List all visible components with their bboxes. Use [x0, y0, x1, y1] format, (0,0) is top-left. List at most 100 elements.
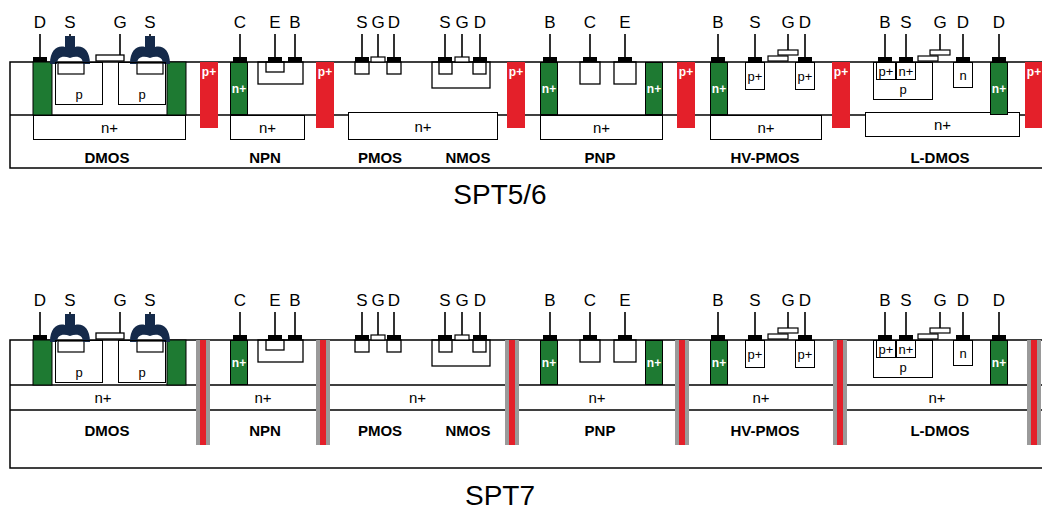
isolation-region: p+ [677, 62, 695, 128]
terminal-label: E [269, 14, 280, 31]
junction-isolated-section [10, 34, 1042, 168]
region-label: n+ [232, 357, 246, 369]
sink-region: n+ [710, 340, 728, 385]
device-name: DMOS [85, 423, 130, 438]
region-label: n+ [712, 83, 726, 95]
terminal-label: S [900, 14, 911, 31]
region-label: n+ [593, 120, 610, 135]
doped-region: pp+n+ [873, 62, 933, 100]
buried-layer: n+ [330, 385, 505, 410]
terminal-label: S [439, 14, 450, 31]
substrate [10, 62, 1042, 168]
region-label: p [138, 366, 145, 379]
doped-region: n+ [896, 340, 916, 358]
doped-region: p [118, 62, 166, 105]
device-name: PNP [585, 150, 616, 165]
sink-region [33, 340, 52, 385]
region-label: n+ [254, 390, 271, 405]
sink-region: n+ [540, 62, 558, 115]
region-label: p+ [318, 66, 332, 78]
region-label: n+ [101, 120, 118, 135]
device-name: DMOS [85, 150, 130, 165]
region-label: n+ [94, 390, 111, 405]
doped-region: p [118, 340, 166, 383]
doped-region: p+ [745, 62, 765, 90]
buried-layer-boundary [10, 385, 1042, 410]
terminal-label: C [584, 14, 596, 31]
region-label: n+ [542, 357, 556, 369]
terminal-label: G [933, 14, 946, 31]
terminal-label: D [799, 292, 811, 309]
process-title: SPT5/6 [453, 181, 546, 209]
region-label: p+ [879, 65, 894, 78]
sink-region: n+ [990, 340, 1008, 385]
terminal-label: D [957, 14, 969, 31]
doped-region: p [55, 340, 103, 383]
doped-region: n [953, 340, 973, 366]
device-name: NPN [249, 150, 281, 165]
terminal-label: G [113, 292, 126, 309]
region-label: n+ [409, 390, 426, 405]
region-label: n+ [414, 119, 431, 134]
region-label: p+ [834, 66, 848, 78]
region-label: p [138, 88, 145, 101]
device-name: HV-PMOS [730, 423, 799, 438]
terminal-label: G [455, 14, 468, 31]
buried-layer: n+ [540, 115, 663, 140]
region-label: n+ [542, 83, 556, 95]
region-label: p+ [879, 343, 894, 356]
terminal-label: B [879, 292, 890, 309]
terminal-label: E [269, 292, 280, 309]
sink-region: n+ [230, 340, 248, 385]
region-label: n+ [752, 390, 769, 405]
region-label: n+ [259, 120, 276, 135]
region-label: p+ [748, 70, 763, 83]
region-label: p+ [202, 66, 216, 78]
terminal-label: D [388, 14, 400, 31]
terminal-label: G [371, 14, 384, 31]
doped-region: p [55, 62, 103, 105]
device-name: PNP [585, 423, 616, 438]
terminal-label: S [749, 14, 760, 31]
buried-layer: n+ [689, 385, 833, 410]
region-label: n+ [992, 83, 1006, 95]
region-label: n+ [712, 357, 726, 369]
region-label: n+ [928, 390, 945, 405]
region-label: p [75, 88, 82, 101]
isolation-region: p+ [832, 62, 850, 128]
buried-layer: n+ [210, 385, 316, 410]
buried-layer: n+ [847, 385, 1027, 410]
device-name: L-DMOS [910, 423, 969, 438]
terminal-label: C [584, 292, 596, 309]
doped-region: pp+n+ [873, 340, 933, 378]
sink-region: n+ [645, 62, 663, 115]
sink-region: n+ [540, 340, 558, 385]
terminal-label: D [957, 292, 969, 309]
region-label: n+ [899, 343, 914, 356]
terminal-label: S [439, 292, 450, 309]
region-label: p [75, 366, 82, 379]
terminal-label: S [356, 292, 367, 309]
region-label: n+ [232, 83, 246, 95]
terminal-label: S [144, 292, 155, 309]
terminal-label: G [781, 14, 794, 31]
region-label: p+ [798, 70, 813, 83]
doped-region: p+ [795, 62, 815, 90]
terminal-label: D [34, 292, 46, 309]
device-name: HV-PMOS [730, 150, 799, 165]
terminal-label: D [474, 14, 486, 31]
terminal-label: B [879, 14, 890, 31]
process-title: SPT7 [465, 482, 535, 510]
terminal-label: D [474, 292, 486, 309]
terminal-label: S [144, 14, 155, 31]
buried-layer: n+ [710, 115, 822, 140]
terminal-label: G [455, 292, 468, 309]
region-label: p+ [1027, 66, 1041, 78]
trench-isolated-section [10, 312, 1042, 468]
doped-region: n+ [896, 62, 916, 80]
terminal-label: D [993, 292, 1005, 309]
terminal-label: D [993, 14, 1005, 31]
terminal-label: S [64, 292, 75, 309]
device-name: NMOS [446, 150, 491, 165]
doped-region: p+ [876, 62, 896, 80]
